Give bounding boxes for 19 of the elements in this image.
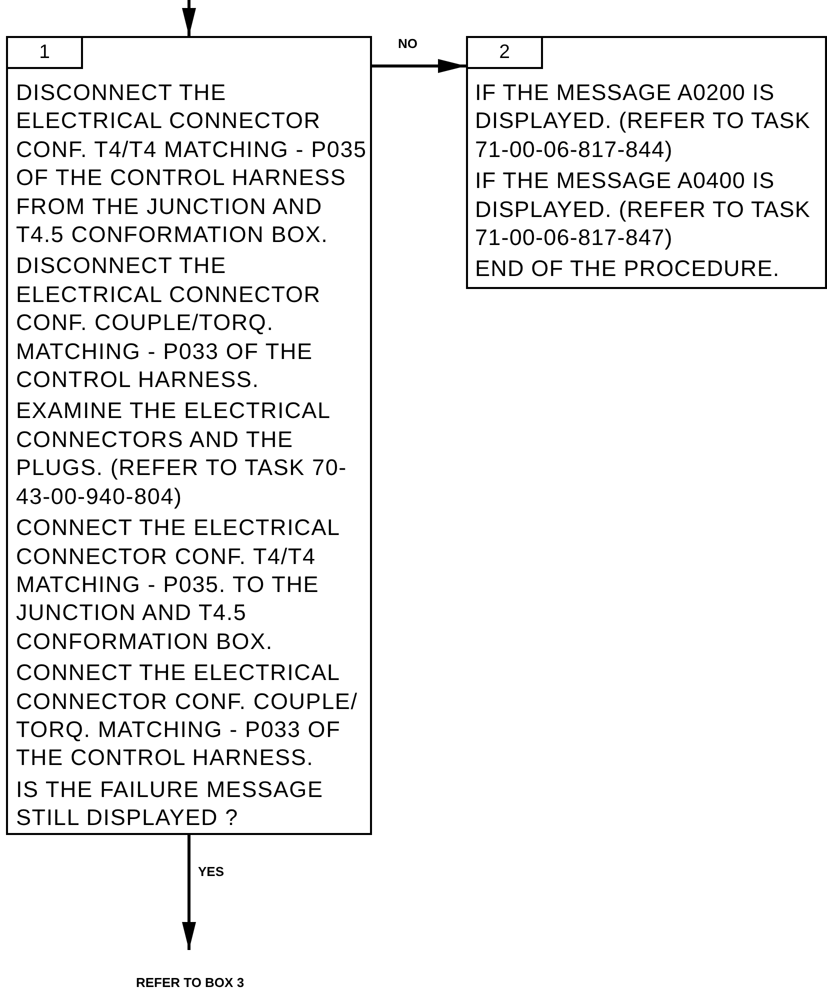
instruction-text: CONNECT THE ELECTRICAL CONNECTOR CONF. T4/T4 MATCHING - P035. TO THE JUNCTION AND T4.5 CONFORMATION BOX. xyxy=(15,514,340,656)
box-number: 2 xyxy=(468,38,543,69)
instruction-text: CONNECT THE ELECTRICAL CONNECTOR CONF. COUPLE/ TORQ. MATCHING - P033 OF THE CONTROL HARNESS. xyxy=(15,659,359,772)
arrow xyxy=(372,59,466,73)
instruction-text: IS THE FAILURE MESSAGE STILL DISPLAYED ? xyxy=(15,776,324,832)
arrow xyxy=(182,0,196,36)
arrow xyxy=(182,834,196,950)
instruction-text: EXAMINE THE ELECTRICAL CONNECTORS AND THE PLUGS. (REFER TO TASK 70-43-00-940-804) xyxy=(15,397,348,511)
instruction-text: IF THE MESSAGE A0400 IS DISPLAYED. (REFER TO TASK 71-00-06-817-847) xyxy=(474,167,812,252)
box-number: 1 xyxy=(8,38,83,69)
instruction-text: END OF THE PROCEDURE. xyxy=(474,255,781,284)
process-box xyxy=(6,36,372,835)
instruction-text: IF THE MESSAGE A0200 IS DISPLAYED. (REFER TO TASK 71-00-06-817-844) xyxy=(474,79,812,164)
instruction-text: DISCONNECT THE ELECTRICAL CONNECTOR CONF. COUPLE/TORQ. MATCHING - P033 OF THE CONTROL HARNESS. xyxy=(15,252,322,394)
instruction-text: DISCONNECT THE ELECTRICAL CONNECTOR CONF. T4/T4 MATCHING - P035 OF THE CONTROL HARNESS FROM THE JUNCTION AND T4.5 CONFORMATION BOX. xyxy=(15,79,368,250)
edge-label: YES xyxy=(196,864,226,879)
reference-text: REFER TO BOX 3 xyxy=(136,975,244,990)
edge-label: NO xyxy=(396,36,420,51)
process-box xyxy=(466,36,827,289)
